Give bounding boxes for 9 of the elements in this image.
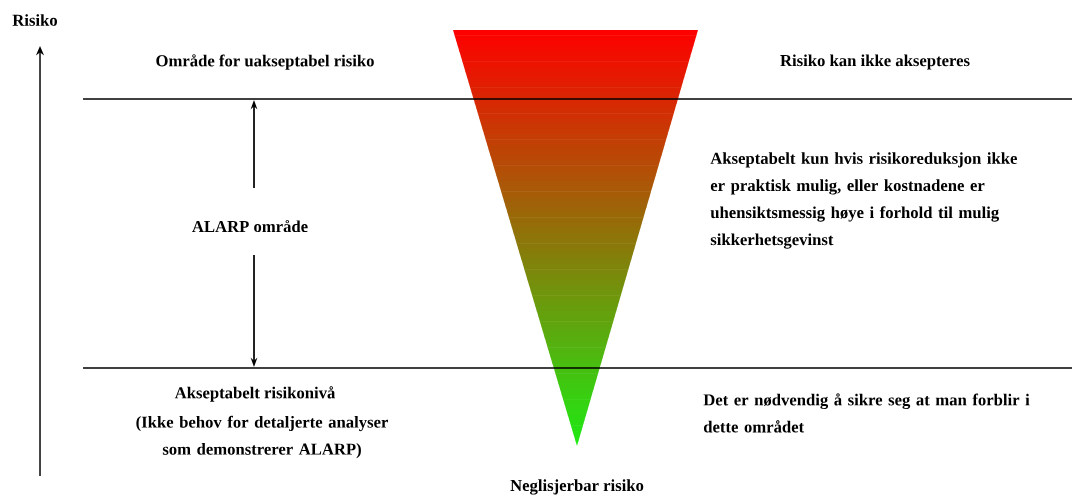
zone-label: Neglisjerbar risiko [510,479,644,495]
zone-label: ALARP område [192,219,308,233]
zone-label: Område for uakseptabel risiko [156,54,374,70]
note-text: (Ikke behov for detaljerte analyser som demonstrerer ALARP) [136,415,388,459]
zone-label: Akseptabelt risikonivå [174,386,336,402]
note-text: Akseptabelt kun hvis risikoreduksjon ikke er praktisk mulig, eller kostnadene er uhensiktsmessig høye i forhold til mulig sikkerhetsgevinst [710,152,1017,249]
note-text: Det er nødvendig å sikre seg at man forblir i dette området [703,393,1030,433]
axis-title: Risiko [12,14,58,26]
zone-label: Risiko kan ikke aksepteres [780,54,970,70]
